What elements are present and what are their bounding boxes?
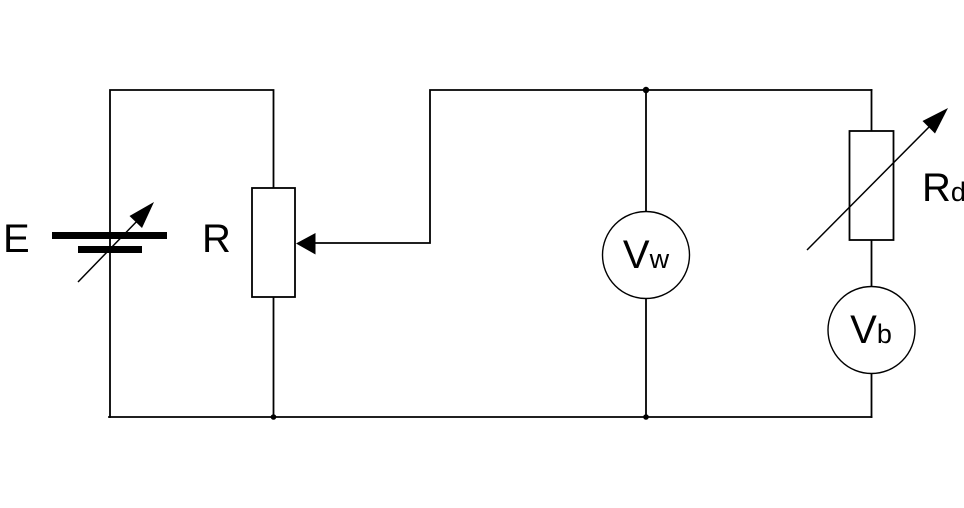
- label-source-text: E: [3, 217, 30, 261]
- label-source: E: [3, 219, 30, 259]
- voltmeter-b-body: [827, 285, 916, 375]
- source-plate-long: [52, 232, 167, 239]
- junction-dot-bottom-left: [270, 414, 277, 420]
- label-rheostat: Rd: [922, 168, 964, 208]
- label-voltmeter-w: Vw: [602, 211, 690, 299]
- source-variable-arrow-head: [129, 202, 154, 228]
- voltmeter-w-body: [601, 210, 691, 300]
- label-voltmeter-b: Vb: [827, 286, 915, 374]
- label-voltmeter-w-text: Vw: [622, 233, 670, 277]
- potentiometer-body: [251, 187, 296, 298]
- label-voltmeter-b-text: Vb: [850, 308, 892, 352]
- potentiometer-wiper-arrowhead: [296, 233, 316, 255]
- wire-wiper-to-top: [313, 89, 873, 244]
- junction-dot-top: [642, 86, 650, 94]
- wire-left-loop: [109, 89, 275, 418]
- source-variable-arrow-shaft: [77, 216, 142, 283]
- junction-dot-bottom-mid: [643, 414, 649, 420]
- label-potentiometer-text: R: [202, 217, 231, 261]
- rheostat-arrow-head: [922, 108, 948, 134]
- label-rheostat-text: Rd: [922, 166, 964, 210]
- wires: [108, 89, 873, 418]
- rheostat-arrow-shaft: [806, 124, 932, 251]
- label-potentiometer: R: [202, 219, 231, 259]
